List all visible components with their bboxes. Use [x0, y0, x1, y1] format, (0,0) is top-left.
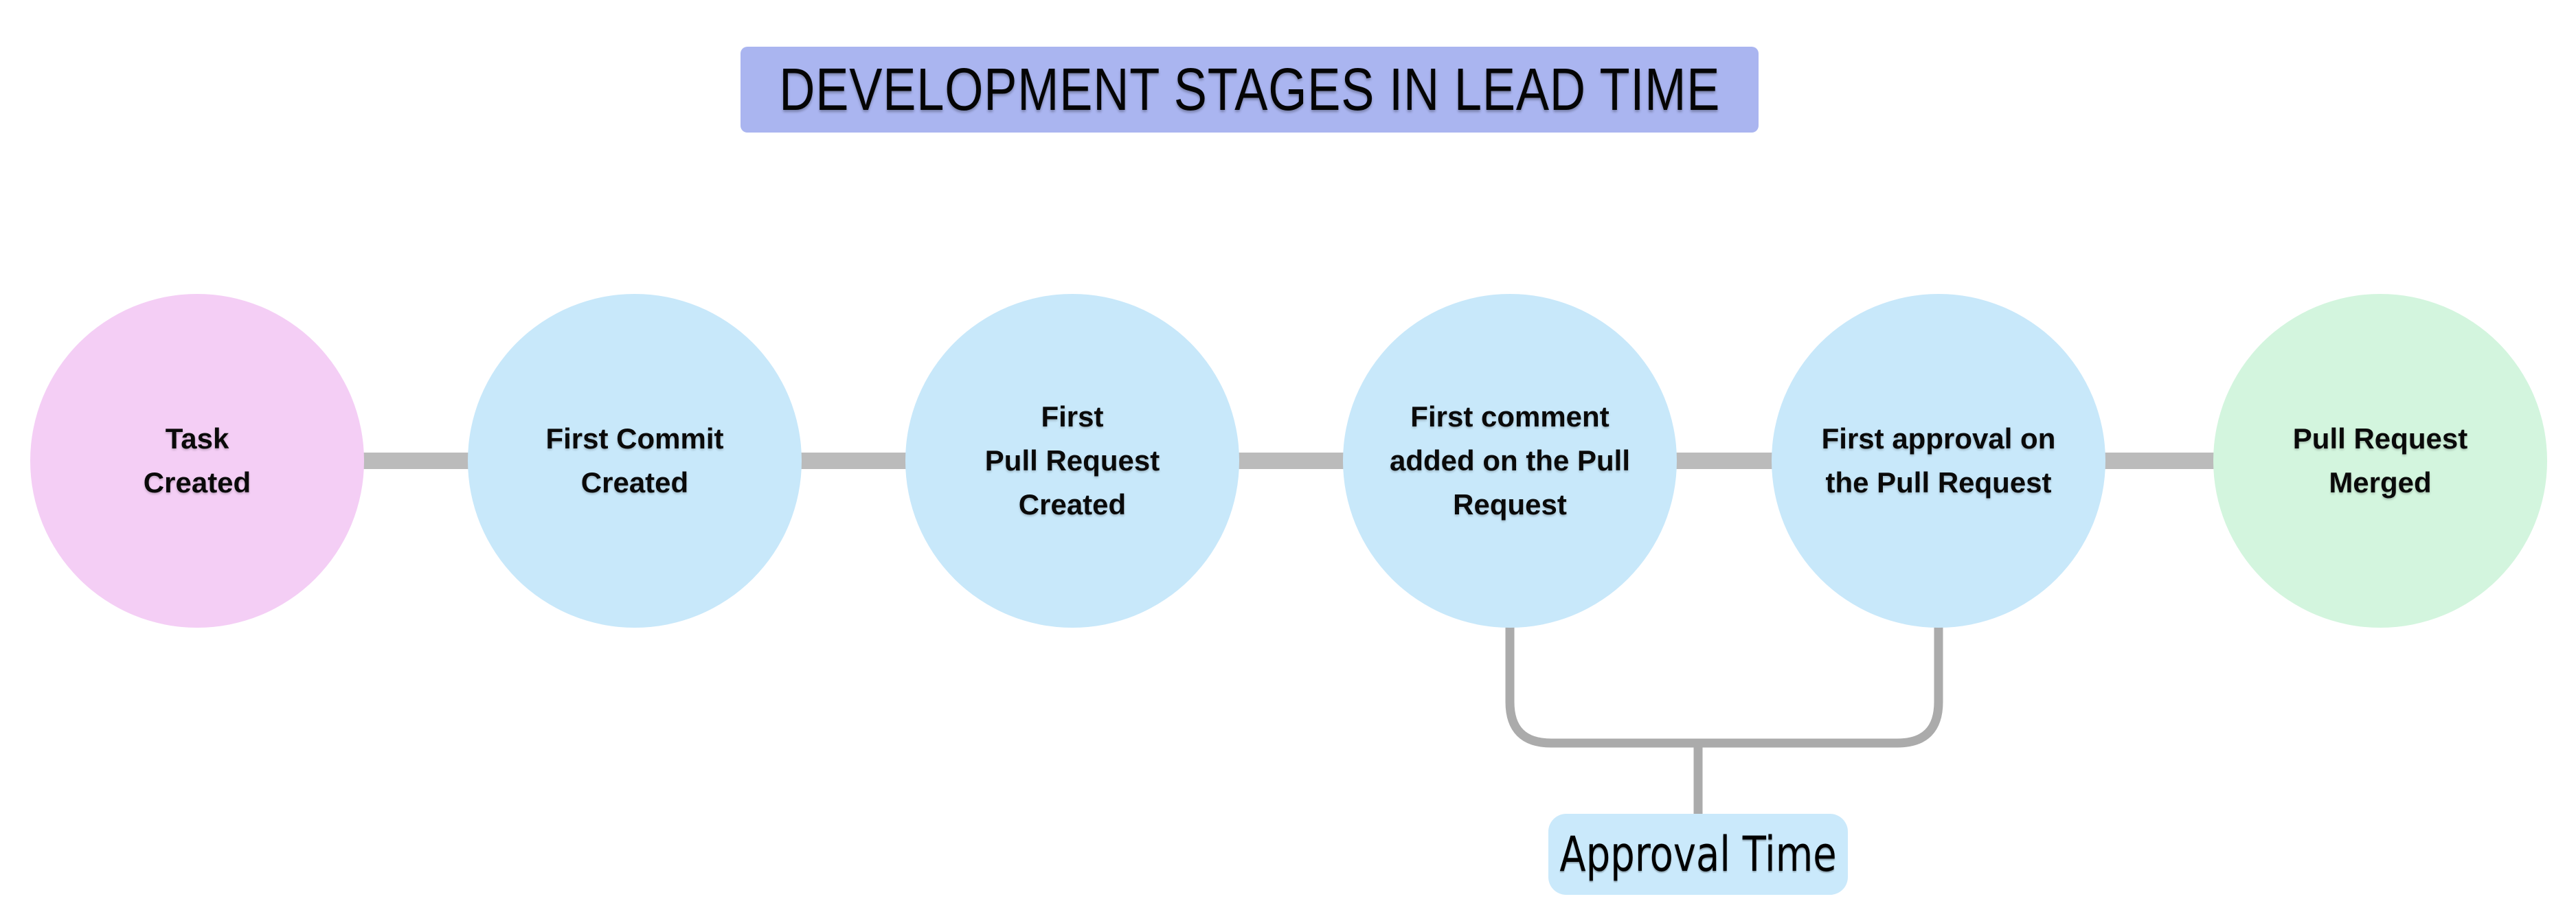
stage-label-first-comment-added: First comment added on the Pull Request	[1389, 400, 1630, 521]
stage-label-first-commit-created: First Commit Created	[545, 422, 724, 499]
approval-time-label: Approval Time	[1559, 826, 1837, 882]
approval-time-label-box: Approval Time	[1548, 814, 1848, 895]
diagram-title-box: DEVELOPMENT STAGES IN LEAD TIME	[741, 47, 1759, 133]
stage-circle-first-approval: First approval on the Pull Request	[1772, 294, 2105, 628]
stage-circle-task-created: Task Created	[30, 294, 364, 628]
diagram-title: DEVELOPMENT STAGES IN LEAD TIME	[779, 56, 1720, 123]
stage-circle-pull-request-merged: Pull Request Merged	[2213, 294, 2547, 628]
stage-circle-first-comment-added: First comment added on the Pull Request	[1343, 294, 1677, 628]
stage-circle-first-commit-created: First Commit Created	[468, 294, 802, 628]
approval-bracket	[1505, 625, 1943, 748]
stage-label-pull-request-merged: Pull Request Merged	[2292, 422, 2468, 499]
stage-label-task-created: Task Created	[143, 422, 251, 499]
stage-circle-first-pull-request-created: First Pull Request Created	[905, 294, 1239, 628]
stage-label-first-approval: First approval on the Pull Request	[1821, 422, 2056, 499]
stage-label-first-pull-request-created: First Pull Request Created	[984, 400, 1160, 521]
